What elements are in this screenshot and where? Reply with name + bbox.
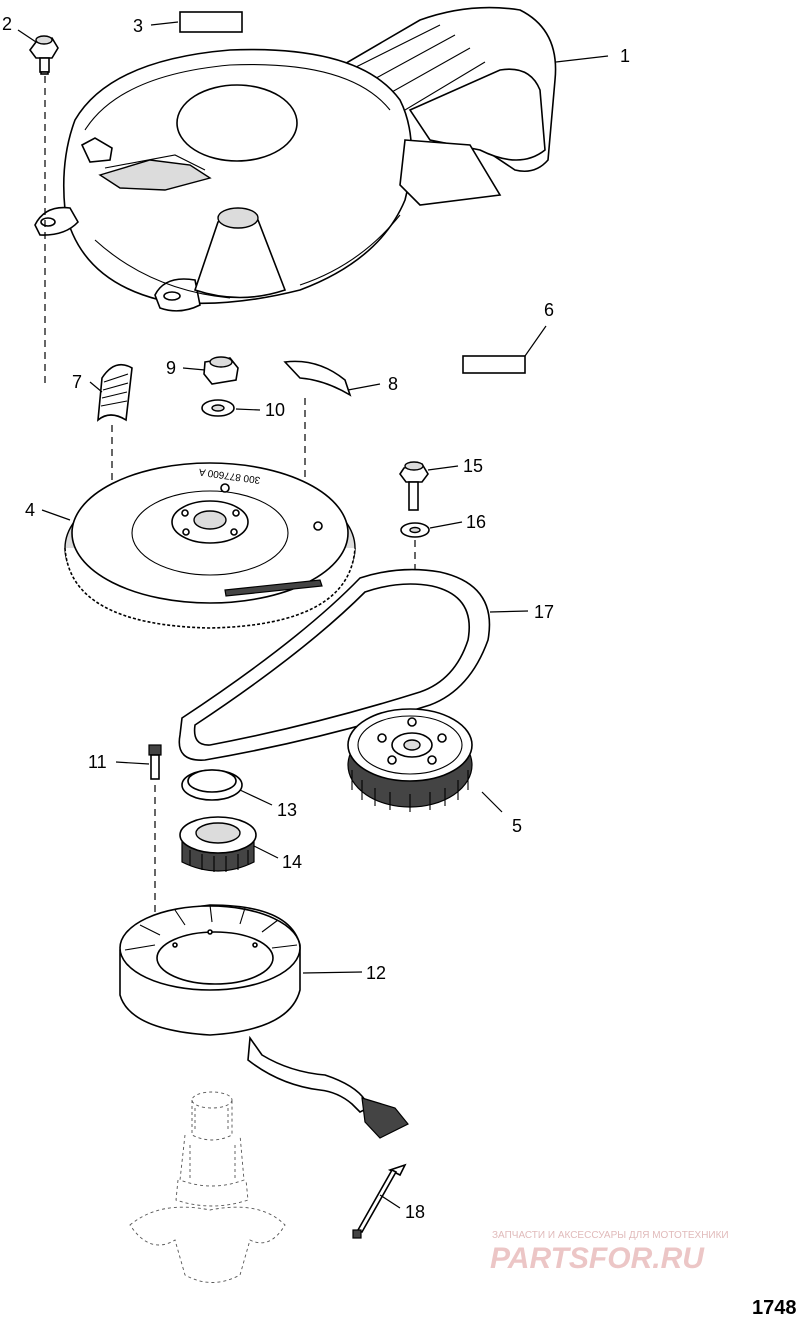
callout-8: 8: [388, 374, 398, 394]
callout-numbers: 1 2 3 4 5 6 7 8 9 10 11 12 13 14 15 16 1…: [2, 14, 630, 1222]
callout-4: 4: [25, 500, 35, 520]
crankshaft-reference: [129, 1091, 286, 1283]
decal-plate-3: [179, 11, 243, 33]
callout-14: 14: [282, 852, 302, 872]
ring-13: [181, 769, 243, 801]
callout-15: 15: [463, 456, 483, 476]
callout-1: 1: [620, 46, 630, 66]
gear-14: [179, 816, 257, 872]
callout-18: 18: [405, 1202, 425, 1222]
pulley-5: [347, 708, 473, 812]
callout-10: 10: [265, 400, 285, 420]
screw-11: [148, 744, 162, 780]
timing-belt-17: [178, 568, 491, 761]
bolt-15: [399, 461, 429, 511]
stator-12: [119, 904, 301, 1036]
callout-12: 12: [366, 963, 386, 983]
washer-10: [201, 399, 235, 417]
washer-16: [400, 522, 430, 538]
watermark-brand: PARTSFOR.RU: [490, 1242, 705, 1275]
figure-number: 1748: [752, 1297, 797, 1319]
cable-tie-18: [352, 1163, 407, 1239]
callout-11: 11: [88, 752, 107, 772]
stator-harness: [247, 1035, 409, 1139]
callout-2: 2: [2, 14, 12, 34]
flywheel-4: 300 877600 A: [64, 462, 356, 629]
decal-plate-6: [462, 355, 526, 374]
nut-9: [203, 356, 239, 385]
key-8: [283, 360, 352, 397]
magnet-7: [97, 363, 133, 422]
flywheel-cover: [34, 6, 557, 312]
bolt-2: [29, 35, 59, 75]
callout-6: 6: [544, 300, 554, 320]
leader-lines: [17, 21, 609, 1209]
callout-17: 17: [534, 602, 554, 622]
watermark: ЗАПЧАСТИ И АКСЕССУАРЫ ДЛЯ МОТОТЕХНИКИ PA…: [490, 1230, 729, 1275]
watermark-tagline: ЗАПЧАСТИ И АКСЕССУАРЫ ДЛЯ МОТОТЕХНИКИ: [492, 1230, 729, 1241]
callout-9: 9: [166, 358, 176, 378]
callout-7: 7: [72, 372, 82, 392]
callout-16: 16: [466, 512, 486, 532]
callout-5: 5: [512, 816, 522, 836]
callout-13: 13: [277, 800, 297, 820]
callout-3: 3: [133, 16, 143, 36]
